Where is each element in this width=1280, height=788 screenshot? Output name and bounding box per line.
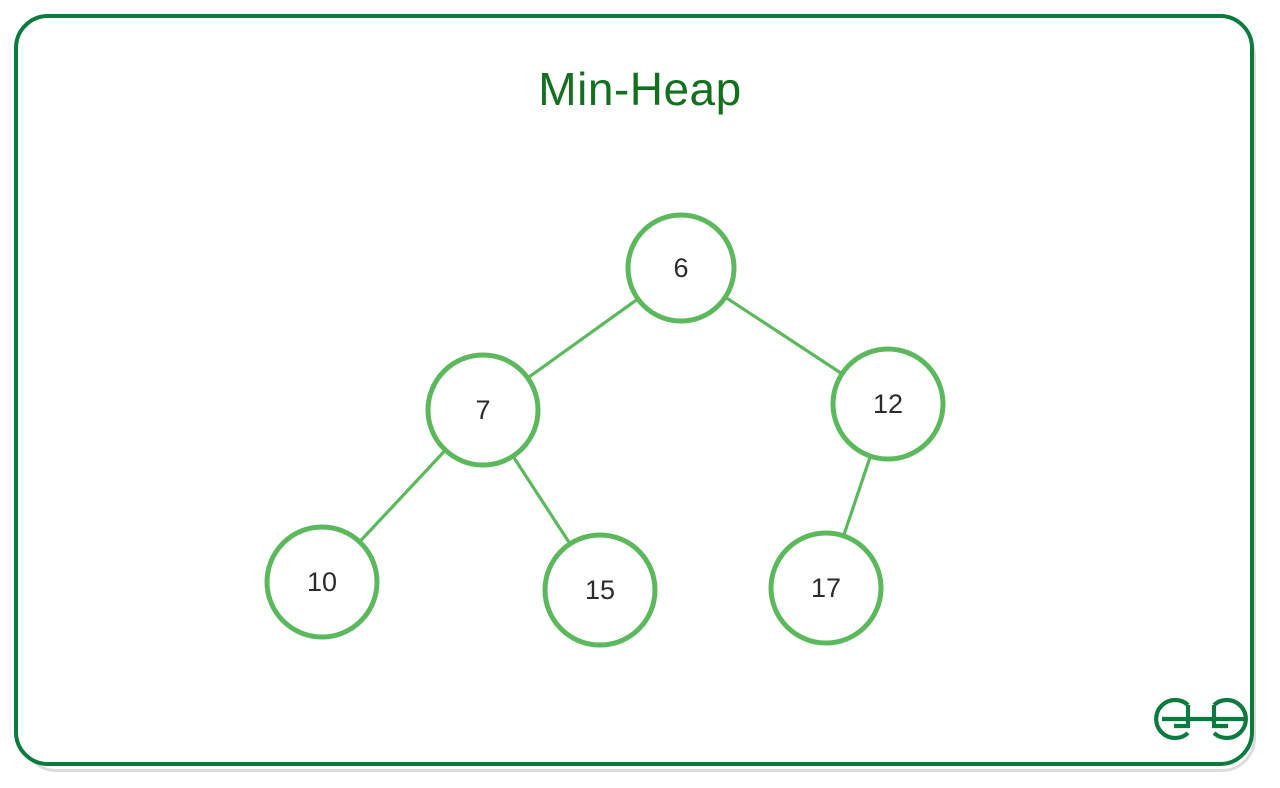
frame-main-border xyxy=(14,14,1254,766)
tree-edge-7-15 xyxy=(511,455,572,545)
tree-edges-layer xyxy=(358,296,872,545)
tree-node-circle-17 xyxy=(768,530,884,646)
tree-node-10[interactable]: 10 xyxy=(264,524,380,640)
geeksforgeeks-logo xyxy=(1154,697,1248,741)
tree-node-label-17: 17 xyxy=(811,573,841,603)
tree-node-circle-7 xyxy=(425,352,541,468)
tree-node-circle-6 xyxy=(625,212,737,324)
tree-node-6[interactable]: 6 xyxy=(625,212,737,324)
tree-node-label-12: 12 xyxy=(873,389,903,419)
tree-edge-12-17 xyxy=(842,455,872,537)
tree-edge-7-10 xyxy=(358,449,447,543)
tree-node-12[interactable]: 12 xyxy=(830,346,946,462)
tree-node-circle-15 xyxy=(542,532,658,648)
tree-node-15[interactable]: 15 xyxy=(542,532,658,648)
tree-node-label-15: 15 xyxy=(585,575,615,605)
tree-nodes-layer: 6 7 12 10 15 17 xyxy=(264,212,946,648)
tree-node-17[interactable]: 17 xyxy=(768,530,884,646)
page-title: Min-Heap xyxy=(538,63,742,115)
tree-node-label-6: 6 xyxy=(673,253,688,283)
tree-node-label-10: 10 xyxy=(307,567,337,597)
tree-edge-6-12 xyxy=(724,296,843,375)
tree-edge-6-7 xyxy=(526,297,639,379)
tree-node-circle-12 xyxy=(830,346,946,462)
tree-node-7[interactable]: 7 xyxy=(425,352,541,468)
tree-node-label-7: 7 xyxy=(475,395,490,425)
tree-node-circle-10 xyxy=(264,524,380,640)
